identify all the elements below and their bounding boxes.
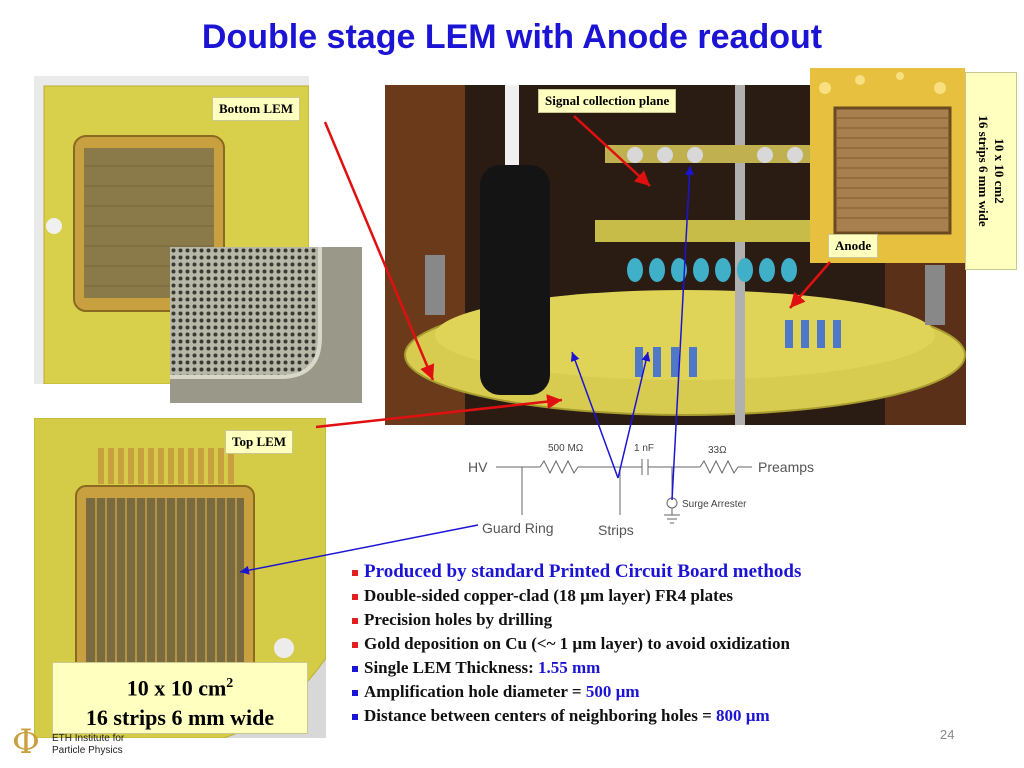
bullet-marker — [352, 594, 358, 601]
bullet-marker — [352, 570, 358, 577]
big-caption-box: 10 x 10 cm2 16 strips 6 mm wide — [52, 662, 308, 734]
bullet-text: Gold deposition on Cu (<~ 1 µm layer) to… — [364, 634, 790, 653]
bullet-item: Double-sided copper-clad (18 µm layer) F… — [352, 584, 952, 608]
page-number: 24 — [940, 727, 955, 742]
logo-line2: Particle Physics — [52, 745, 123, 756]
top-lem-label: Top LEM — [225, 430, 294, 454]
anode-spec-label: 10 x 10 cm2 16 strips 6 mm wide — [965, 72, 1017, 270]
bullet-text: Produced by standard Printed Circuit Boa… — [364, 561, 802, 582]
bullet-item: Gold deposition on Cu (<~ 1 µm layer) to… — [352, 632, 952, 656]
bullet-value: 500 µm — [585, 682, 640, 701]
slide-title: Double stage LEM with Anode readout — [201, 18, 823, 56]
bullet-marker — [352, 690, 358, 697]
bullet-item: Amplification hole diameter = 500 µm — [352, 680, 952, 704]
bullet-marker — [352, 714, 358, 721]
logo-line1: ETH Institute for — [52, 733, 125, 744]
circuit-surge-label: Surge Arrester — [682, 499, 747, 510]
anode-label: Anode — [828, 234, 879, 258]
circuit-hv-label: HV — [468, 459, 488, 475]
bullet-item: Single LEM Thickness: 1.55 mm — [352, 656, 952, 680]
circuit-strips-label: Strips — [598, 522, 634, 538]
bullet-marker — [352, 666, 358, 673]
bullet-text: Distance between centers of neighboring … — [364, 706, 717, 725]
big-caption-line2: 16 strips 6 mm wide — [85, 705, 275, 731]
circuit-diagram: HV 500 MΩ 1 nF 33Ω Preamps Surge Arreste… — [468, 443, 814, 538]
bullet-item: Distance between centers of neighboring … — [352, 704, 952, 728]
circuit-preamps-label: Preamps — [758, 459, 814, 475]
institute-logo-symbol: Φ — [12, 722, 40, 762]
bottom-lem-label: Bottom LEM — [212, 97, 301, 121]
circuit-c1-label: 1 nF — [634, 443, 654, 454]
anode-spec-line2: 16 strips 6 mm wide — [976, 115, 991, 227]
bullet-value: 1.55 mm — [537, 658, 601, 677]
circuit-r2-label: 33Ω — [708, 445, 727, 456]
circuit-guard-ring-label: Guard Ring — [482, 520, 554, 536]
bullet-item: Precision holes by drilling — [352, 608, 952, 632]
big-caption-line1: 10 x 10 cm — [126, 675, 227, 701]
anode-photo — [810, 68, 965, 263]
big-caption-superscript: 2 — [226, 676, 234, 691]
bullet-value: 800 µm — [716, 706, 770, 725]
bullet-list: Produced by standard Printed Circuit Boa… — [352, 560, 952, 728]
bullet-item: Produced by standard Printed Circuit Boa… — [352, 560, 952, 584]
institute-logo-text: ETH Institute for Particle Physics — [52, 733, 124, 757]
bullet-text: Precision holes by drilling — [364, 610, 553, 629]
bullet-text: Amplification hole diameter = — [364, 682, 586, 701]
lem-holes-closeup-photo — [170, 247, 362, 403]
bullet-text: Single LEM Thickness: — [364, 658, 538, 677]
bullet-text: Double-sided copper-clad (18 µm layer) F… — [364, 586, 733, 605]
circuit-r1-label: 500 MΩ — [548, 443, 584, 454]
bullet-marker — [352, 618, 358, 625]
signal-plane-label: Signal collection plane — [538, 89, 677, 113]
bullet-marker — [352, 642, 358, 649]
anode-spec-line1: 10 x 10 cm2 — [992, 138, 1007, 204]
